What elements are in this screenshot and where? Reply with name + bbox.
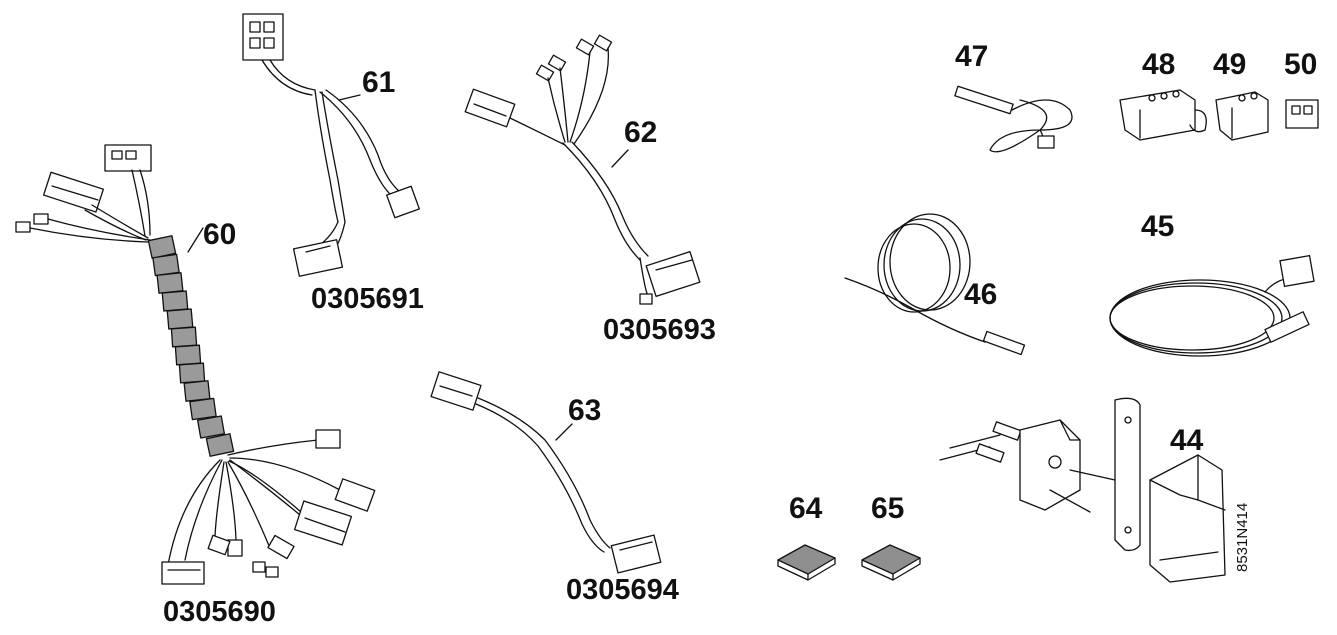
callout-47: 47 <box>955 40 989 73</box>
drawing-code: 8531N414 <box>1234 502 1251 572</box>
callout-60: 60 <box>203 218 237 251</box>
callout-65: 65 <box>871 492 905 525</box>
chip-64 <box>777 544 836 581</box>
harness-63 <box>430 371 662 574</box>
callout-62: 62 <box>624 116 658 149</box>
callout-50: 50 <box>1284 48 1318 81</box>
harness-62 <box>464 34 701 305</box>
part-number-0305690: 0305690 <box>163 596 276 628</box>
callout-45: 45 <box>1141 210 1175 243</box>
part-number-0305691: 0305691 <box>311 283 424 315</box>
harness-61 <box>242 13 420 277</box>
chip-65 <box>861 544 921 581</box>
harness-60 <box>15 144 376 585</box>
terminal-48 <box>1119 89 1207 141</box>
sensor-45 <box>1109 254 1315 357</box>
callout-46: 46 <box>964 278 998 311</box>
part-number-0305694: 0305694 <box>566 574 679 606</box>
callout-64: 64 <box>789 492 823 525</box>
callout-48: 48 <box>1142 48 1176 81</box>
part-number-0305693: 0305693 <box>603 314 716 346</box>
callout-44: 44 <box>1170 424 1204 457</box>
bracket-44 <box>939 397 1226 583</box>
callout-63: 63 <box>568 394 602 427</box>
callout-49: 49 <box>1213 48 1247 81</box>
sensor-47 <box>954 85 1073 153</box>
sensor-46 <box>844 213 1026 356</box>
callout-61: 61 <box>362 66 396 99</box>
terminal-50 <box>1285 99 1319 129</box>
terminal-49 <box>1215 91 1269 141</box>
